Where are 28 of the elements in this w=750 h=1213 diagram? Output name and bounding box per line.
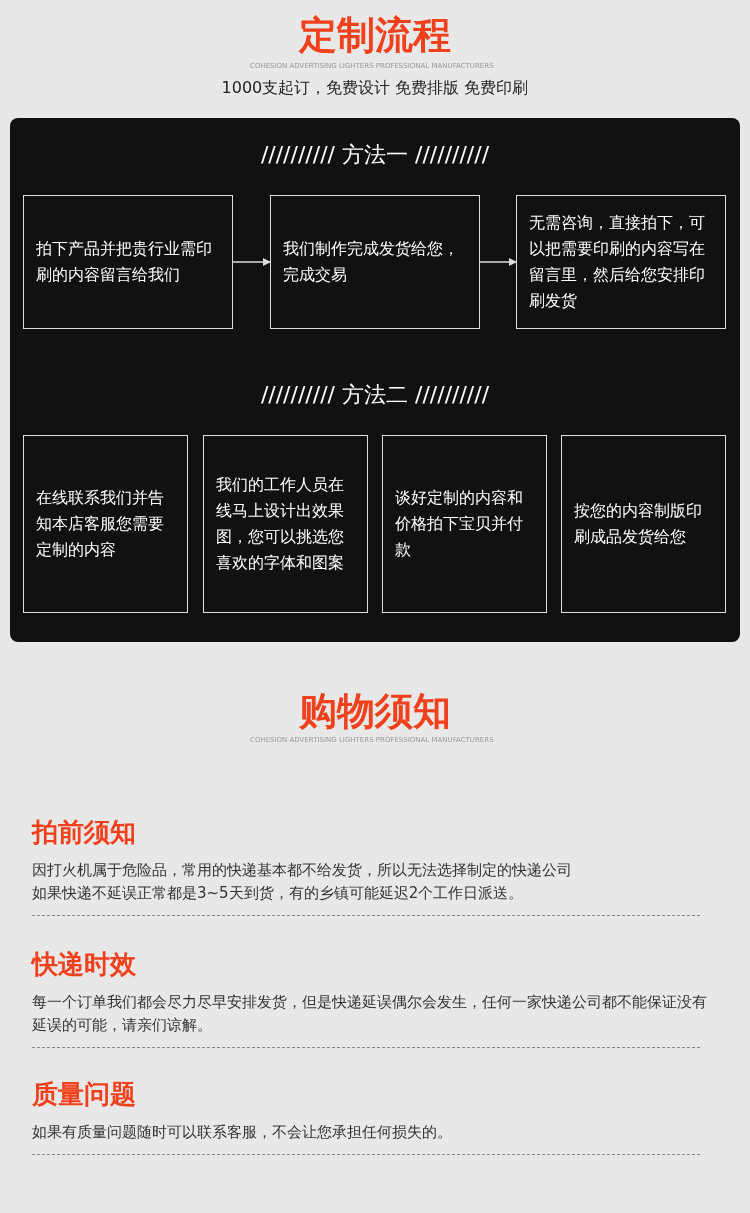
method-heading: ////////// 方法二 //////////	[259, 381, 491, 409]
step-card	[23, 195, 233, 329]
step-card	[516, 195, 726, 329]
section-heading: 快递时效	[32, 948, 136, 981]
section-title: 购物须知	[298, 688, 452, 735]
step-card	[270, 195, 480, 329]
step-card	[203, 435, 368, 613]
step-text: 拍下产品并把贵行业需印刷的内容留言给我们	[36, 238, 213, 286]
notice-text: 因打火机属于危险品，常用的快递基本都不给发货，所以无法选择制定的快递公司	[32, 860, 573, 881]
step-text: 谈好定制的内容和价格拍下宝贝并付款	[395, 487, 524, 561]
section-heading: 拍前须知	[32, 816, 136, 849]
step-card	[382, 435, 547, 613]
step-card	[561, 435, 726, 613]
notice-text: 如果有质量问题随时可以联系客服，不会让您承担任何损失的。	[32, 1122, 453, 1143]
section-heading: 质量问题	[32, 1078, 136, 1111]
step-text: 我们的工作人员在线马上设计出效果图，您可以挑选您喜欢的字体和图案	[216, 474, 345, 574]
step-text: 按您的内容制版印刷成品发货给您	[574, 500, 703, 548]
arrow	[232, 258, 271, 266]
notice-text: 如果快递不延误正常都是3~5天到货，有的乡镇可能延迟2个工作日派送。	[32, 883, 525, 904]
page-title: 定制流程	[297, 12, 452, 59]
step-card	[23, 435, 188, 613]
notice-text: 每一个订单我们都会尽力尽早安排发货，但是快递延误偶尔会发生，任何一家快递公司都不能保证没有延误的可能，请亲们谅解。	[32, 992, 708, 1036]
subtitle-text: 1000支起订，免费设计 免费排版 免费印刷	[220, 78, 530, 99]
step-text: 在线联系我们并告知本店客服您需要定制的内容	[36, 487, 165, 561]
step-text: 我们制作完成发货给您，完成交易	[283, 238, 460, 286]
arrow	[479, 258, 517, 266]
method-heading: ////////// 方法一 //////////	[259, 141, 491, 169]
step-text: 无需咨询，直接拍下，可以把需要印刷的内容写在留言里，然后给您安排印刷发货	[529, 212, 706, 312]
